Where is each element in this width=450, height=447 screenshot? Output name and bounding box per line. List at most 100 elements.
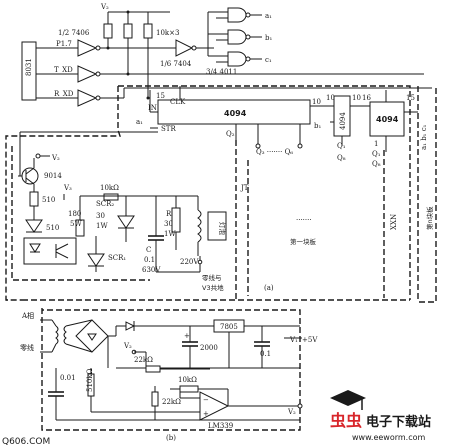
driver-stage: V₂ 9014 510 V₃ 510 180 5W	[18, 131, 227, 292]
watermark-mark: 虫虫	[330, 411, 362, 430]
svg-text:22kΩ: 22kΩ	[134, 356, 153, 364]
first-block-label: 第一块板	[290, 237, 317, 246]
svg-text:零线与: 零线与	[202, 273, 222, 282]
svg-text:10: 10	[312, 98, 321, 106]
lamp-box	[207, 211, 227, 241]
svg-text:Q₃ ······· Q₆: Q₃ ······· Q₆	[256, 148, 293, 156]
svg-text:V₂: V₂	[287, 408, 296, 416]
svg-text:C: C	[146, 246, 151, 254]
r-10k-label: 10k×3	[156, 29, 179, 37]
svg-text:4094: 4094	[339, 112, 347, 130]
svg-text:零线: 零线	[20, 343, 34, 352]
chip-4094-c	[369, 101, 405, 137]
rxd-label: R_XD	[54, 90, 74, 98]
svg-text:30: 30	[164, 220, 173, 228]
svg-text:9014: 9014	[44, 172, 62, 180]
svg-text:4094: 4094	[376, 115, 399, 124]
svg-text:220V: 220V	[180, 258, 199, 266]
svg-text:4094: 4094	[224, 109, 247, 118]
top-v2-label: V₂	[100, 3, 109, 11]
scr2	[117, 215, 135, 229]
svg-text:R: R	[166, 210, 172, 218]
svg-text:CLK: CLK	[170, 98, 186, 106]
svg-text:5W: 5W	[70, 220, 82, 228]
abc-side-label: a₁ b₁ c₁	[420, 124, 428, 150]
svg-text:10: 10	[352, 94, 361, 102]
jt-label: JT	[240, 184, 249, 192]
buffer-txd	[77, 65, 98, 83]
svg-text:灯泡: 灯泡	[218, 222, 227, 236]
shift-register-4094: 4094 CLK IN STR a₁ 15 10 Q₂ Q₃ ······· Q…	[136, 86, 334, 156]
svg-text:b₁: b₁	[314, 122, 321, 130]
svg-text:16: 16	[362, 94, 371, 102]
watermark: Q606.COM 虫虫 电子下载站 www.eeworm.com	[2, 390, 431, 447]
xxn-label: XXN	[390, 214, 398, 230]
gate-b1-label: b₁	[265, 34, 272, 42]
svg-text:10kΩ: 10kΩ	[100, 184, 119, 192]
svg-text:15: 15	[406, 94, 415, 102]
svg-text:510kΩ: 510kΩ	[86, 368, 94, 392]
optocoupler	[23, 237, 77, 265]
gate-a1-label: a₁	[265, 12, 272, 20]
svg-text:0.01: 0.01	[60, 374, 76, 382]
p17-label: P1.7	[56, 40, 72, 48]
svg-text:10kΩ: 10kΩ	[178, 376, 197, 384]
svg-text:2000: 2000	[200, 344, 218, 352]
watermark-logo-icon	[330, 390, 366, 410]
svg-text:10: 10	[326, 94, 335, 102]
svg-text:+: +	[184, 332, 190, 340]
chip-4094-main	[157, 99, 311, 125]
svg-text:22kΩ: 22kΩ	[162, 398, 181, 406]
buffer-p17	[77, 39, 98, 57]
svg-text:IN: IN	[148, 104, 157, 112]
svg-text:V3共地: V3共地	[202, 283, 224, 292]
mcu-8031-box	[21, 41, 37, 101]
svg-text:+: +	[203, 410, 209, 418]
block-boundaries	[5, 85, 437, 303]
and-4011-label: 3/4 4011	[206, 68, 237, 76]
svg-text:1W: 1W	[164, 230, 176, 238]
svg-text:Q₈: Q₈	[337, 154, 346, 162]
ninth-block-label: 第n块板	[425, 206, 434, 230]
svg-text:30: 30	[96, 212, 105, 220]
svg-text:SCR₂: SCR₂	[96, 200, 114, 208]
svg-text:Q₂: Q₂	[226, 130, 235, 138]
comparator-lm339	[199, 391, 230, 421]
svg-text:LM339: LM339	[208, 422, 233, 430]
svg-text:510: 510	[46, 224, 59, 232]
svg-text:V₂: V₂	[51, 154, 60, 162]
svg-text:SCR₁: SCR₁	[108, 254, 126, 262]
dots-label: ·······	[296, 216, 312, 224]
svg-text:V₂: V₂	[123, 342, 132, 350]
svg-text:0.1: 0.1	[144, 256, 155, 264]
caption-b: (b)	[166, 434, 176, 442]
watermark-brand: 电子下载站	[366, 414, 431, 430]
led	[25, 219, 43, 233]
cascade-4094: 4094 4094 10 10 b₁ Q₁ Q₈ 16 15 1 Q₁ Q₈	[314, 90, 418, 168]
inv-7404-label: 1/6 7404	[160, 60, 192, 68]
svg-text:0.1: 0.1	[260, 350, 271, 358]
svg-text:Q₈: Q₈	[372, 160, 381, 168]
r-half-label: 1/2 7406	[58, 29, 90, 37]
svg-text:Q₁: Q₁	[372, 150, 381, 158]
svg-text:7805: 7805	[220, 323, 238, 331]
svg-text:15: 15	[156, 92, 165, 100]
svg-text:630V: 630V	[142, 266, 161, 274]
svg-text:V₃: V₃	[63, 184, 72, 192]
svg-text:1W: 1W	[96, 222, 108, 230]
buffer-rxd	[77, 89, 98, 107]
caption-a: (a)	[264, 284, 274, 292]
watermark-left: Q606.COM	[2, 437, 50, 447]
scr1	[87, 253, 105, 267]
svg-text:A相: A相	[21, 311, 34, 320]
svg-text:180: 180	[68, 210, 81, 218]
nand-gates-4011	[196, 7, 262, 67]
svg-text:1: 1	[374, 140, 378, 148]
svg-text:V₁: V₁	[289, 336, 298, 344]
svg-text:510: 510	[42, 196, 55, 204]
gate-c1-label: c₁	[265, 56, 272, 64]
svg-text:a₁: a₁	[136, 118, 143, 126]
svg-text:−: −	[203, 396, 209, 404]
txd-label: T_XD	[54, 66, 73, 74]
mcu-interface: 8031 P1.7 T_XD R_XD 1/2 7406 V₂ 10k×3	[21, 3, 432, 107]
